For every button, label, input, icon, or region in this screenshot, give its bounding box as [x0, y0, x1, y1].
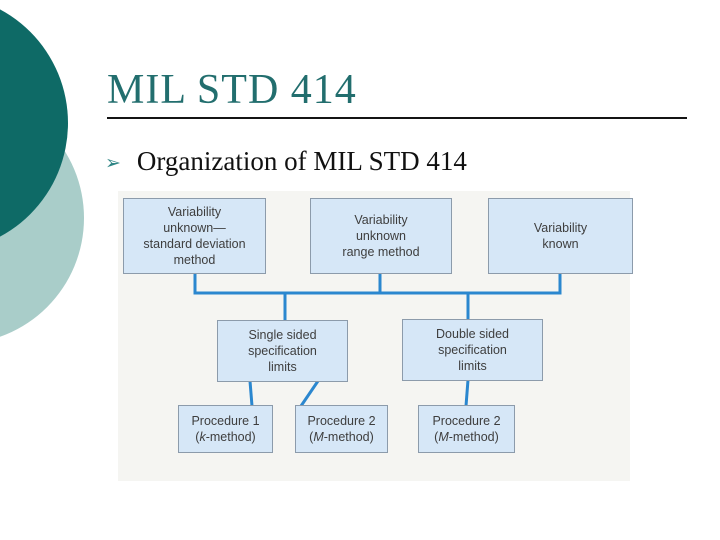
method-rest: -method) [448, 430, 499, 444]
node-line: Double sided [436, 327, 509, 341]
bullet-item: ➢ Organization of MIL STD 414 [105, 146, 467, 177]
node-text: Procedure 1 (k-method) [191, 413, 259, 445]
node-line: Procedure 1 [191, 414, 260, 428]
node-text: Procedure 2 (M-method) [432, 413, 500, 445]
method-rest: -method) [323, 430, 374, 444]
node-text: Double sided specification limits [436, 326, 509, 374]
node-text: Variability unknown range method [342, 212, 419, 260]
node-line: Variability [354, 213, 408, 227]
node-line: Single sided [248, 328, 317, 342]
bullet-text: Organization of MIL STD 414 [136, 146, 467, 176]
bullet-arrow-icon: ➢ [105, 153, 121, 174]
node-variability-unknown-stddev: Variability unknown— standard deviation … [123, 198, 266, 274]
node-single-sided-spec-limits: Single sided specification limits [217, 320, 348, 382]
node-line: range method [342, 245, 420, 259]
method-rest: -method) [205, 430, 256, 444]
node-text: Single sided specification limits [248, 327, 317, 375]
node-line: standard deviation [143, 237, 246, 251]
node-line: limits [268, 360, 297, 374]
node-text: Variability known [534, 220, 587, 252]
node-line: Procedure 2 [432, 414, 501, 428]
method-letter: M [438, 430, 449, 444]
node-line: (M-method) [307, 429, 375, 445]
node-line: unknown [355, 229, 407, 243]
node-line: (M-method) [432, 429, 500, 445]
node-line: specification [438, 343, 507, 357]
paren: ( [434, 430, 439, 444]
paren: ( [309, 430, 314, 444]
node-line: known [542, 237, 579, 251]
node-procedure-2-m-method-single: Procedure 2 (M-method) [295, 405, 388, 453]
node-line: specification [248, 344, 317, 358]
node-line: Variability [533, 221, 588, 235]
node-line: unknown— [163, 221, 226, 235]
node-procedure-1-k-method: Procedure 1 (k-method) [178, 405, 273, 453]
node-text: Variability unknown— standard deviation … [143, 204, 245, 268]
node-line: limits [458, 359, 487, 373]
method-letter: k [199, 430, 206, 444]
node-line: Variability [167, 205, 222, 219]
method-letter: M [313, 430, 324, 444]
node-variability-unknown-range: Variability unknown range method [310, 198, 452, 274]
slide-title: MIL STD 414 [107, 67, 357, 113]
node-double-sided-spec-limits: Double sided specification limits [402, 319, 543, 381]
node-line: method [173, 253, 216, 267]
title-underline [107, 117, 687, 119]
paren: ( [195, 430, 200, 444]
node-text: Procedure 2 (M-method) [307, 413, 375, 445]
node-line: (k-method) [191, 429, 259, 445]
node-line: Procedure 2 [307, 414, 376, 428]
node-procedure-2-m-method-double: Procedure 2 (M-method) [418, 405, 515, 453]
node-variability-known: Variability known [488, 198, 633, 274]
